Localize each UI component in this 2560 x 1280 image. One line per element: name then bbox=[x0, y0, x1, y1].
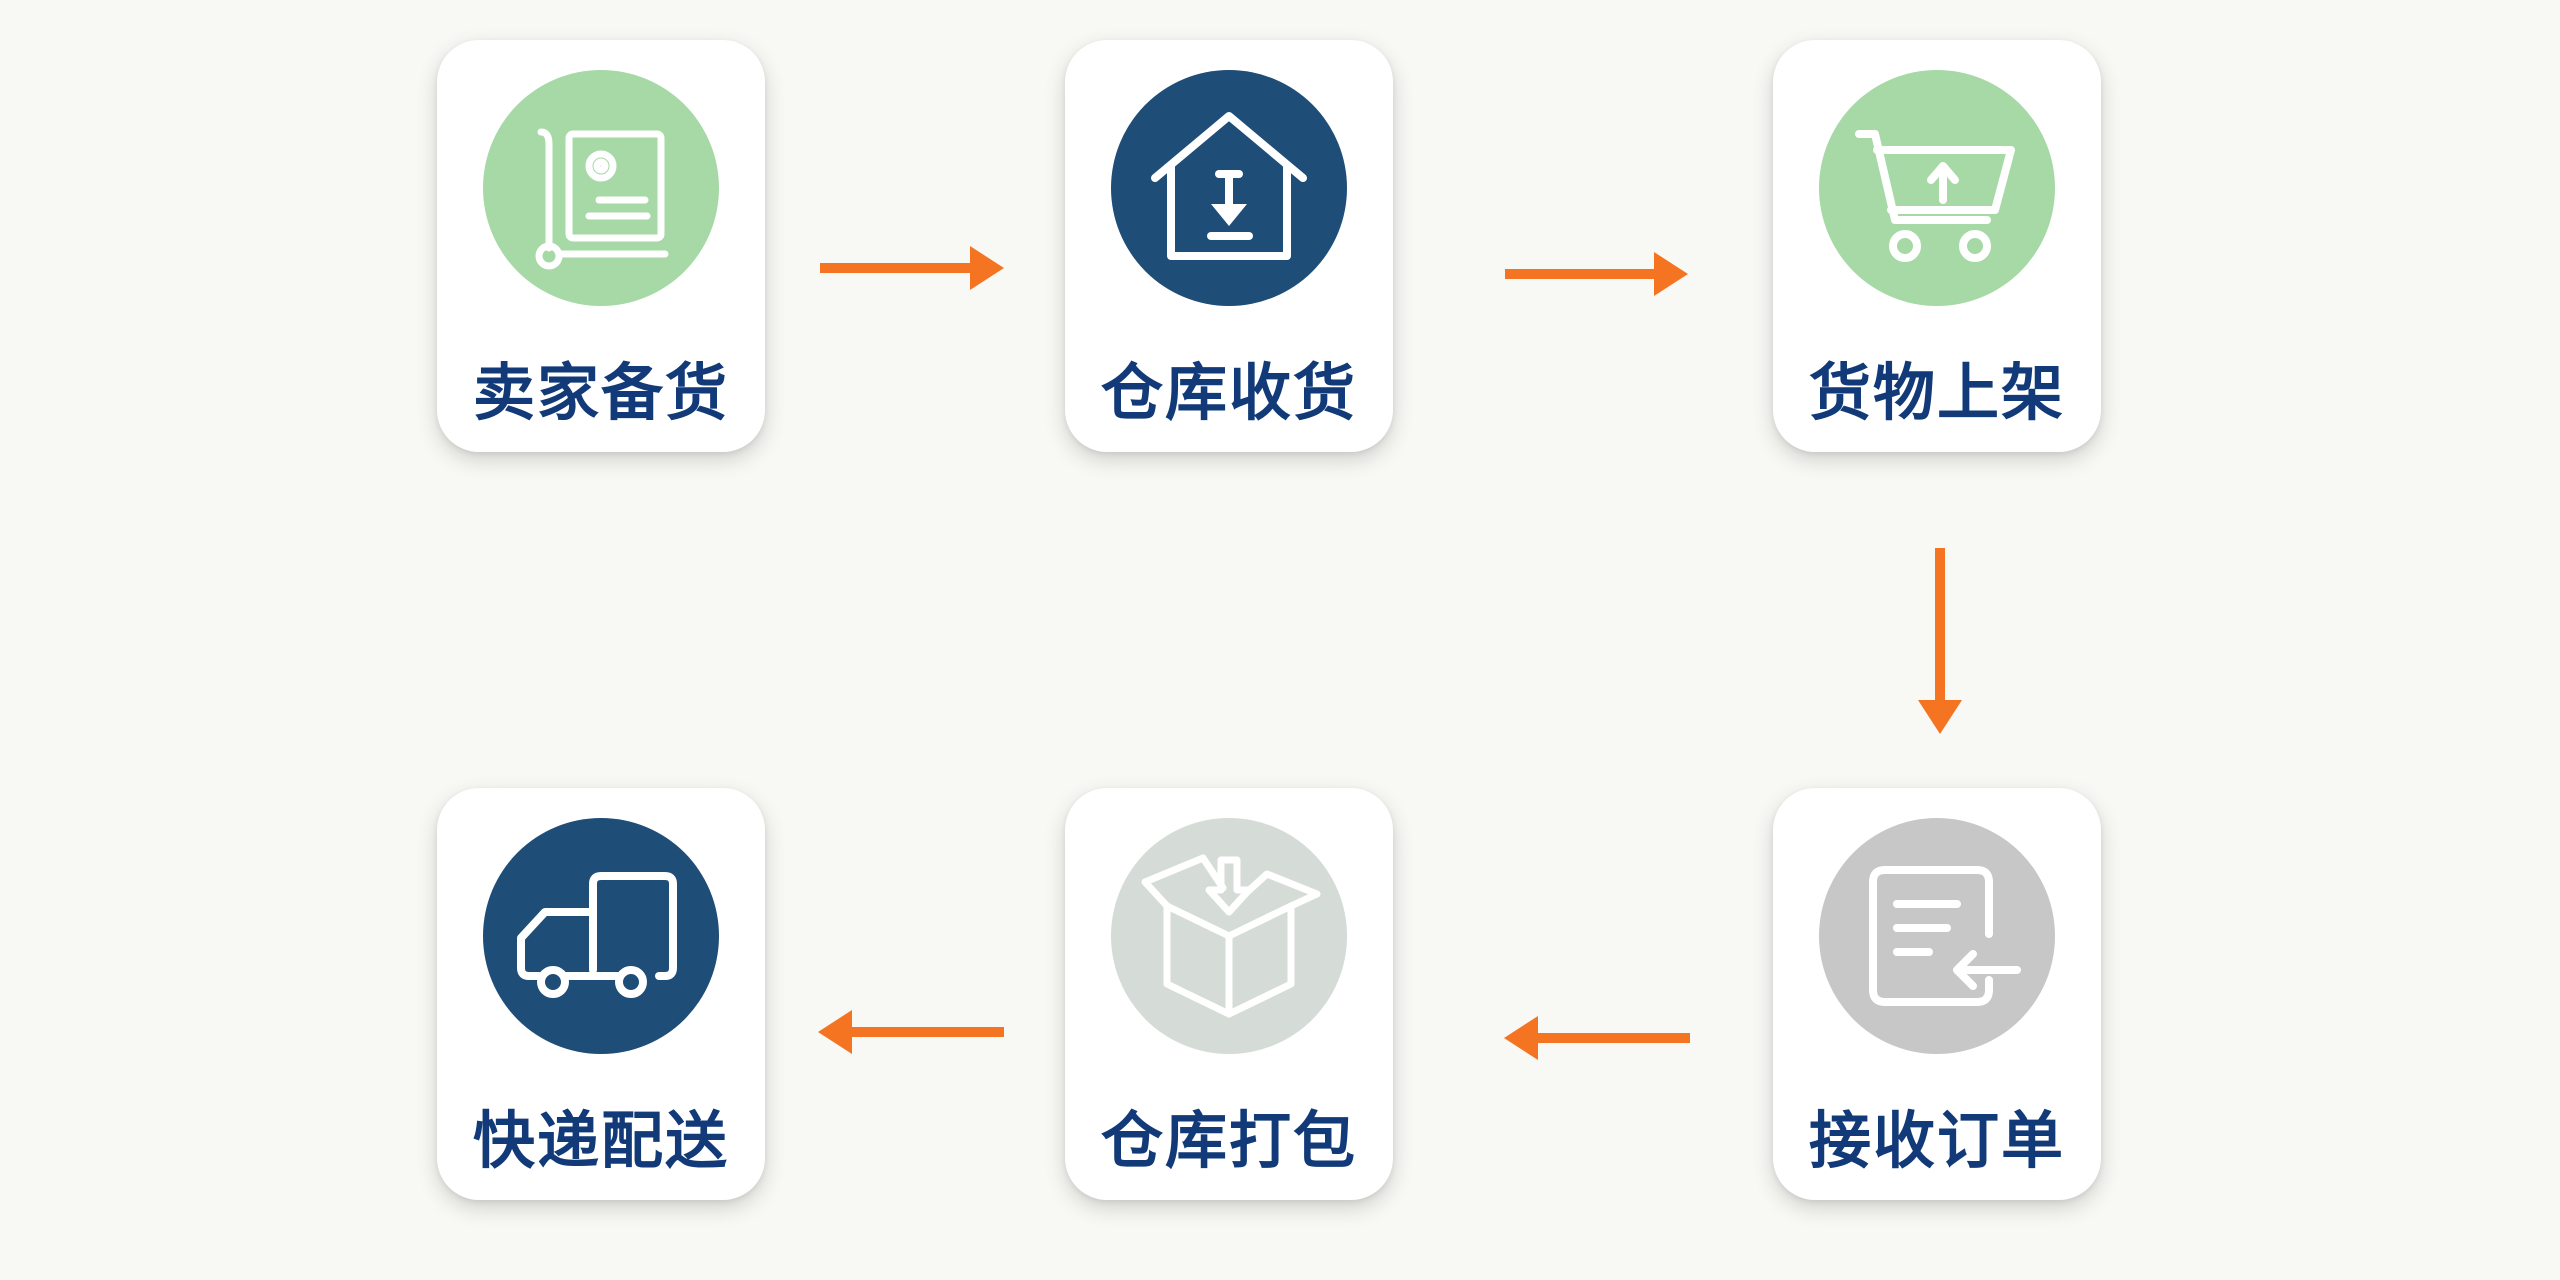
step-card-goods-shelving: 货物上架 bbox=[1773, 40, 2101, 452]
icon-circle bbox=[483, 818, 719, 1054]
hand-truck-icon bbox=[535, 128, 669, 270]
arrow-step3-to-step4 bbox=[1918, 548, 1962, 734]
step-card-express-delivery: 快递配送 bbox=[437, 788, 765, 1200]
step-label: 仓库打包 bbox=[1100, 1104, 1357, 1177]
icon-circle bbox=[1819, 70, 2055, 306]
icon-circle bbox=[1111, 70, 1347, 306]
step-label: 卖家备货 bbox=[472, 356, 729, 429]
step-card-receive-order: 接收订单 bbox=[1773, 788, 2101, 1200]
icon-circle bbox=[483, 70, 719, 306]
step-card-warehouse-packing: 仓库打包 bbox=[1065, 788, 1393, 1200]
step-card-seller-stocking: 卖家备货 bbox=[437, 40, 765, 452]
box-packing-icon bbox=[1141, 854, 1321, 1018]
arrow-step2-to-step3 bbox=[1505, 252, 1688, 296]
step-label: 接收订单 bbox=[1808, 1104, 2065, 1177]
icon-circle bbox=[1111, 818, 1347, 1054]
arrow-step4-to-step5 bbox=[1504, 1016, 1690, 1060]
arrow-step5-to-step6 bbox=[818, 1010, 1004, 1054]
arrow-step1-to-step2 bbox=[820, 246, 1004, 290]
order-receive-icon bbox=[1869, 866, 2021, 1006]
icon-circle bbox=[1819, 818, 2055, 1054]
step-label: 仓库收货 bbox=[1100, 356, 1357, 429]
step-label: 快递配送 bbox=[472, 1104, 729, 1177]
delivery-truck-icon bbox=[517, 872, 677, 998]
cart-upload-icon bbox=[1855, 130, 2015, 262]
step-label: 货物上架 bbox=[1808, 356, 2065, 429]
warehouse-inbound-icon bbox=[1151, 112, 1307, 260]
step-card-warehouse-receiving: 仓库收货 bbox=[1065, 40, 1393, 452]
